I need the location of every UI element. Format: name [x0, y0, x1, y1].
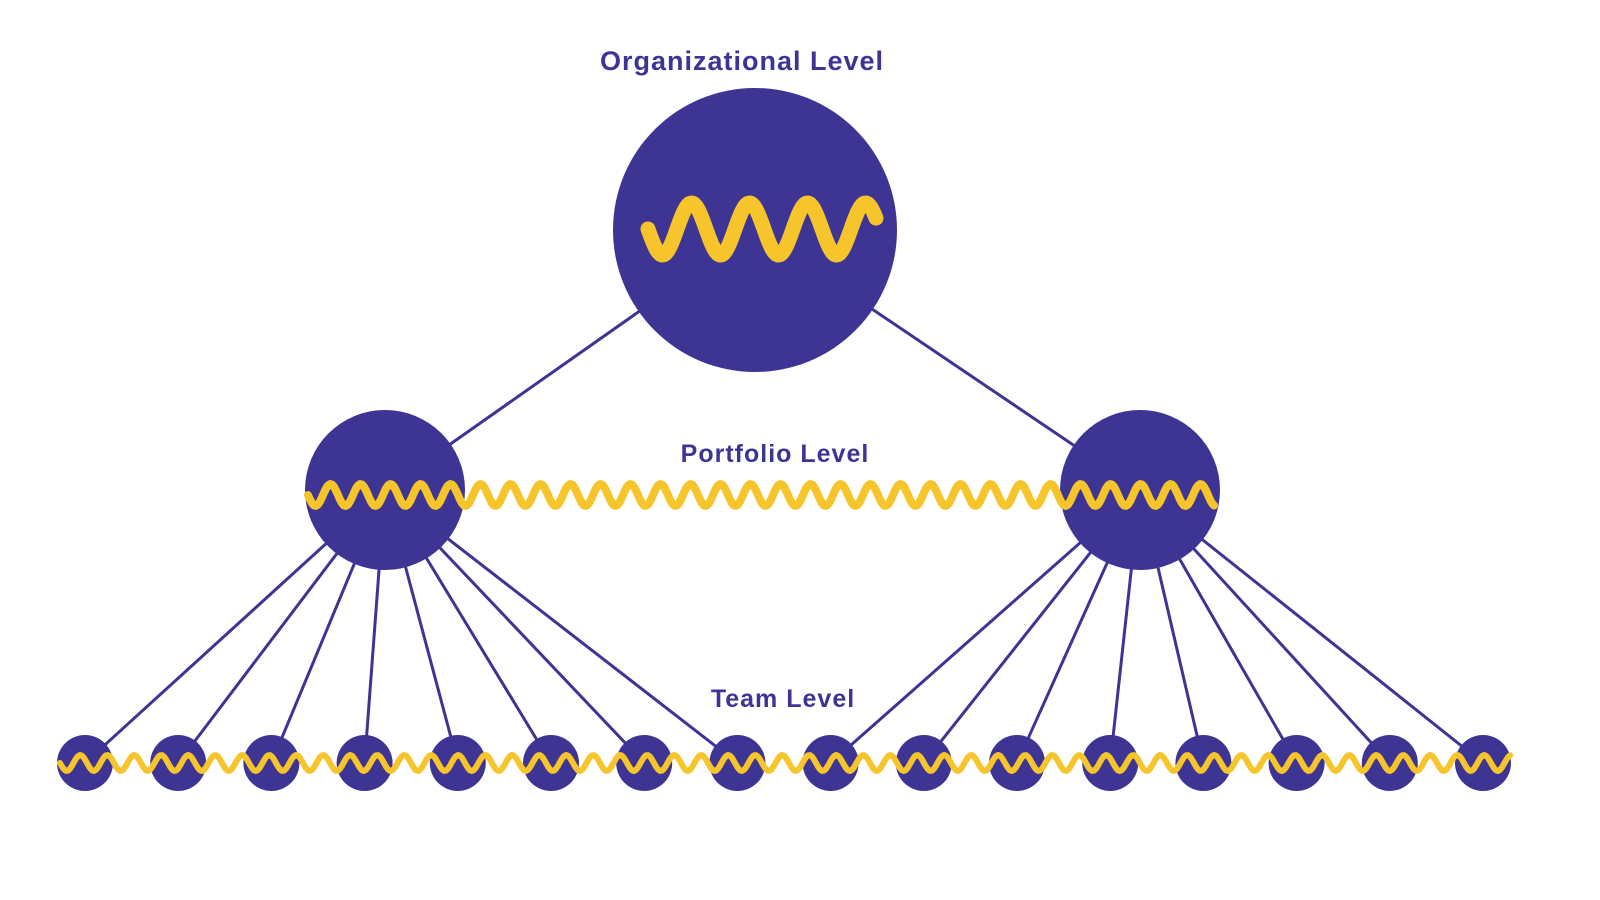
portfolio-node-2 — [1060, 410, 1220, 570]
organizational-wave — [640, 195, 884, 263]
team-node-4 — [336, 735, 393, 791]
portfolio-wave — [304, 480, 1218, 510]
organizational-level-label: Organizational Level — [599, 46, 885, 76]
team-node-7 — [616, 735, 673, 791]
team-node-15 — [1361, 735, 1418, 791]
team-level-label: Team Level — [710, 685, 856, 713]
portfolio-level-label: Portfolio Level — [680, 440, 870, 468]
team-node-3 — [243, 735, 300, 791]
team-node-16 — [1455, 735, 1511, 791]
team-node-14 — [1268, 735, 1325, 791]
team-node-5 — [429, 735, 486, 791]
team-node-13 — [1175, 735, 1232, 791]
organizational-node — [613, 88, 897, 372]
team-node-6 — [523, 735, 579, 791]
team-wave — [57, 752, 1513, 774]
